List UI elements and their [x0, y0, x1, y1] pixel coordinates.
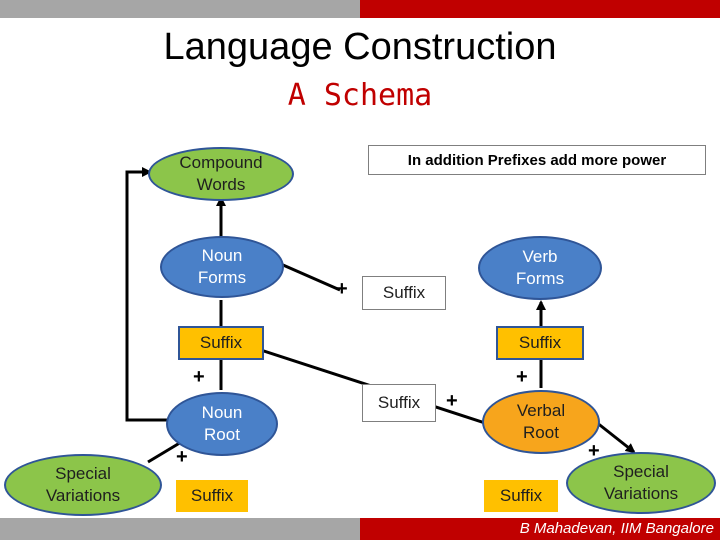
suffix-label: Suffix	[190, 486, 234, 505]
plus-sign: +	[588, 440, 600, 462]
bottom-bar: B Mahadevan, IIM Bangalore	[0, 518, 720, 540]
noun-forms-label: Noun Forms	[197, 245, 247, 287]
special-variations-right-label: Special Variations	[603, 461, 679, 503]
suffix-box-right-mid: Suffix	[496, 326, 584, 360]
verb-forms-node: Verb Forms	[478, 236, 602, 300]
noun-root-node: Noun Root	[166, 392, 278, 456]
suffix-box-right-bottom: Suffix	[484, 480, 558, 512]
verbal-to-special-arrow	[595, 420, 636, 454]
slide-title: Language Construction	[163, 26, 557, 68]
plus-sign: +	[193, 366, 205, 388]
prefix-note: In addition Prefixes add more power	[368, 145, 706, 175]
bottom-bar-grey	[0, 518, 360, 540]
bottom-bar-red	[360, 518, 720, 540]
compound-words-node: Compound Words	[148, 147, 294, 201]
special-variations-left-node: Special Variations	[4, 454, 162, 516]
top-bar-red	[360, 0, 720, 18]
suffix-box-left-bottom: Suffix	[176, 480, 248, 512]
suffix-box-middle-top: Suffix	[362, 276, 446, 310]
plus-sign: +	[336, 278, 348, 300]
verb-forms-label: Verb Forms	[515, 246, 565, 288]
suffix-label: Suffix	[518, 333, 562, 352]
noun-forms-node: Noun Forms	[160, 236, 284, 298]
loop-to-compound-line	[125, 167, 170, 422]
compound-words-label: Compound Words	[179, 152, 263, 194]
suffix-label: Suffix	[377, 393, 421, 412]
suffix-label: Suffix	[499, 486, 543, 505]
suffix-box-left-mid: Suffix	[178, 326, 264, 360]
slide-subtitle: A Schema	[287, 78, 433, 113]
suffix-label: Suffix	[382, 283, 426, 302]
top-bar-grey	[0, 0, 360, 18]
suffix-box-center: Suffix	[362, 384, 436, 422]
top-bar	[0, 0, 720, 18]
special-variations-right-node: Special Variations	[566, 452, 716, 514]
nounforms-diagonal-line	[282, 263, 341, 292]
footer-credit: B Mahadevan, IIM Bangalore	[519, 520, 714, 537]
noun-root-label: Noun Root	[201, 402, 243, 444]
verbal-root-label: Verbal Root	[516, 400, 566, 442]
plus-sign: +	[176, 446, 188, 468]
plus-sign: +	[516, 366, 528, 388]
plus-sign: +	[446, 390, 458, 412]
special-variations-left-label: Special Variations	[45, 463, 121, 505]
suffix-label: Suffix	[199, 333, 243, 352]
verbal-root-node: Verbal Root	[482, 390, 600, 454]
